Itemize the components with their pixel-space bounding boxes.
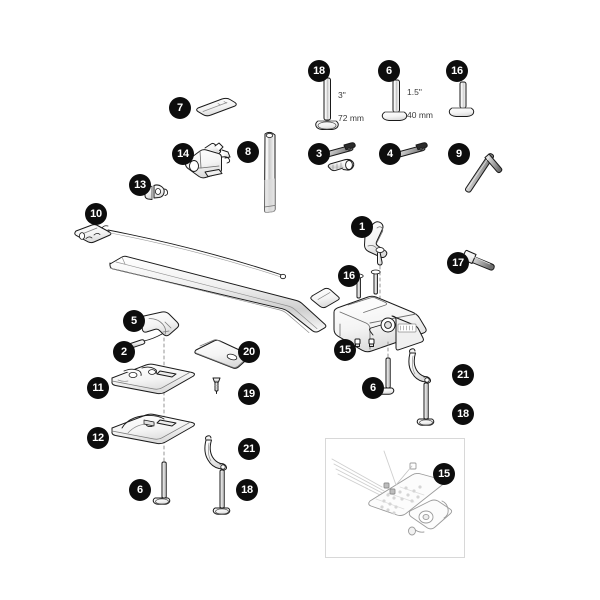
callout-badge-9[interactable]: 9 [448, 143, 470, 165]
part-t-bolt-long-right-bracket [416, 382, 435, 426]
part-main-rail [109, 255, 340, 333]
callout-badge-10[interactable]: 10 [85, 203, 107, 225]
part-main-body [333, 295, 427, 353]
part-end-cap [196, 97, 237, 117]
callout-badge-17[interactable]: 17 [447, 252, 469, 274]
part-upper-tray-plate [111, 363, 195, 395]
callout-badge-21-right[interactable]: 21 [452, 364, 474, 386]
dimension-metric: 40 mm [407, 110, 433, 121]
callout-badge-21-left[interactable]: 21 [238, 438, 260, 460]
callout-badge-20[interactable]: 20 [238, 341, 260, 363]
callout-badge-16[interactable]: 16 [446, 60, 468, 82]
callout-badge-3[interactable]: 3 [308, 143, 330, 165]
callout-badge-2[interactable]: 2 [113, 341, 135, 363]
part-t-bolt-short-top [381, 79, 408, 121]
callout-badge-13[interactable]: 13 [129, 174, 151, 196]
part-ratchet-mechanism [185, 142, 231, 179]
part-t-bolt-long-top [315, 77, 339, 130]
callout-badge-16-body[interactable]: 16 [338, 265, 360, 287]
callout-badge-12[interactable]: 12 [87, 427, 109, 449]
callout-badge-1[interactable]: 1 [351, 216, 373, 238]
callout-badge-15-inset[interactable]: 15 [433, 463, 455, 485]
callout-badge-5[interactable]: 5 [123, 310, 145, 332]
inset-detail-artwork [331, 450, 453, 536]
part-lower-tray-plate [111, 413, 195, 445]
part-t-bolt-stud-top [448, 81, 475, 117]
callout-badge-6[interactable]: 6 [378, 60, 400, 82]
callout-badge-4[interactable]: 4 [379, 143, 401, 165]
callout-badge-18-right[interactable]: 18 [452, 403, 474, 425]
part-curved-bracket-right [408, 348, 431, 384]
part-t-bolt-short-bottom-left [152, 461, 171, 505]
part-curved-bracket-left [204, 435, 227, 471]
dimension-imperial: 1.5" [407, 87, 422, 98]
part-upright-arm [264, 131, 276, 213]
callout-badge-6-mid[interactable]: 6 [362, 377, 384, 399]
callout-badge-18[interactable]: 18 [308, 60, 330, 82]
part-strap-assembly [74, 224, 287, 280]
dimension-metric: 72 mm [338, 113, 364, 124]
callout-badge-8[interactable]: 8 [237, 141, 259, 163]
dimension-label-long-bolt: 3" 72 mm [338, 79, 364, 136]
part-small-screw [212, 377, 221, 394]
part-t-bolt-long-left-bracket [212, 469, 231, 515]
callout-badge-6-bottom[interactable]: 6 [129, 479, 151, 501]
dimension-label-short-bolt: 1.5" 40 mm [407, 76, 433, 133]
callout-badge-19[interactable]: 19 [238, 383, 260, 405]
inset-detail-panel [325, 438, 465, 558]
callout-badge-15[interactable]: 15 [334, 339, 356, 361]
callout-badge-7[interactable]: 7 [169, 97, 191, 119]
callout-badge-11[interactable]: 11 [87, 377, 109, 399]
part-rubber-stoppers [354, 338, 375, 347]
part-hex-wrench [464, 153, 503, 193]
callout-badge-14[interactable]: 14 [172, 143, 194, 165]
dimension-imperial: 3" [338, 90, 346, 101]
callout-badge-18-bottom[interactable]: 18 [236, 479, 258, 501]
